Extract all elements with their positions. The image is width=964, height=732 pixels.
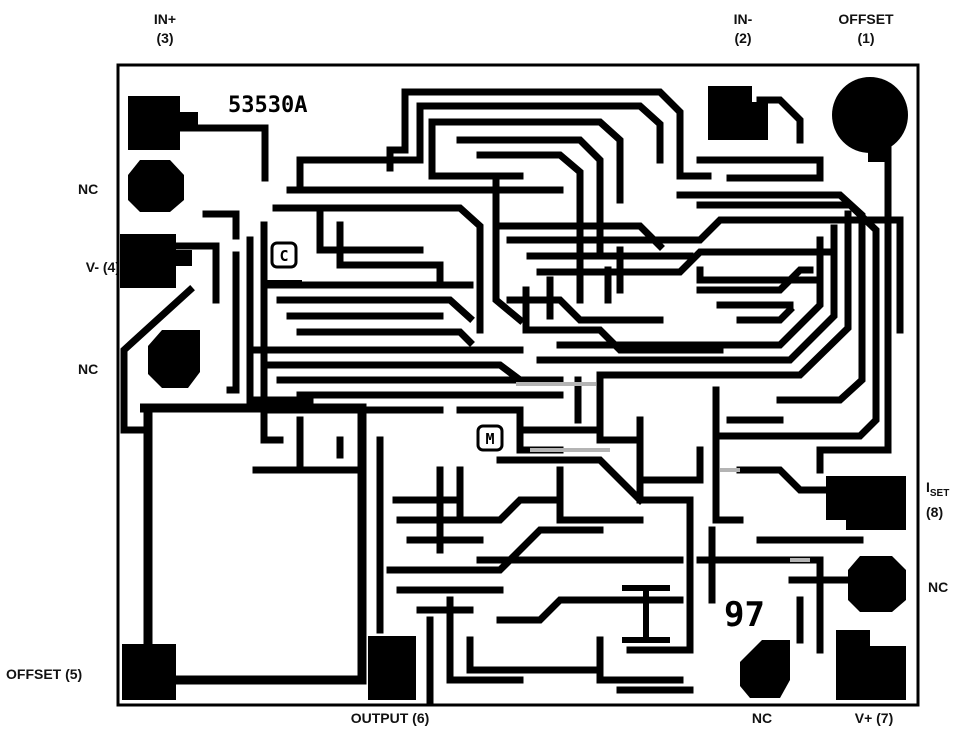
pin-label-nc-left-top: NC (78, 180, 118, 199)
pin-label-iset-main: I (926, 479, 930, 495)
pin-label-output-text: OUTPUT (6) (350, 710, 430, 726)
pin-label-nc-left-mid-text: NC (78, 361, 99, 377)
logo-c-marking: C (270, 241, 298, 269)
pin-label-in-minus-number: (2) (734, 30, 752, 46)
pad-nc-left-top (128, 160, 184, 212)
pad-in-plus (128, 96, 198, 150)
pin-label-nc-right: NC (928, 578, 962, 597)
metal-traces (120, 88, 904, 704)
pin-label-iset-sub: SET (929, 487, 950, 499)
logo-m-marking: M (476, 424, 504, 452)
pin-label-offset-1-name: OFFSET (838, 11, 894, 27)
part-number-marking: 53530A (228, 93, 307, 118)
pin-label-offset-1-number: (1) (857, 30, 875, 46)
pad-iset (826, 476, 906, 530)
pin-label-v-plus-text: V+ (7) (854, 710, 894, 726)
pad-in-minus (708, 86, 768, 140)
pin-label-v-minus-text: V- (4) (85, 259, 120, 275)
pad-nc-bottom (740, 640, 790, 698)
pin-label-iset: ISET (8) (926, 478, 964, 522)
pin-label-v-plus: V+ (7) (834, 709, 914, 728)
pin-label-offset-5-text: OFFSET (5) (6, 666, 83, 682)
pad-output (368, 636, 416, 700)
pin-label-in-plus-name: IN+ (153, 11, 177, 27)
pin-label-offset-5: OFFSET (5) (6, 665, 114, 684)
pad-nc-left-mid (148, 330, 200, 388)
pin-label-v-minus: V- (4) (50, 258, 120, 277)
pin-label-nc-left-mid: NC (78, 360, 118, 379)
bond-pads (120, 77, 908, 700)
pin-label-in-plus: IN+ (3) (140, 10, 190, 48)
year-marking: 97 (724, 595, 765, 635)
pad-offset-1 (832, 77, 908, 153)
logo-c-underline (266, 280, 302, 285)
trace-shading (516, 382, 810, 562)
pin-label-nc-left-top-text: NC (78, 181, 99, 197)
pin-label-in-minus: IN- (2) (718, 10, 768, 48)
logo-c-text: C (279, 247, 288, 265)
pin-label-in-minus-name: IN- (733, 11, 753, 27)
logo-m-text: M (485, 430, 494, 448)
pin-label-offset-1: OFFSET (1) (826, 10, 906, 48)
h-structure (622, 585, 670, 643)
pin-label-nc-bottom-text: NC (751, 710, 773, 726)
pin-label-nc-right-text: NC (928, 579, 949, 595)
pin-label-iset-name: ISET (926, 478, 964, 503)
pin-label-iset-number: (8) (926, 503, 944, 520)
pin-label-in-plus-number: (3) (156, 30, 174, 46)
pad-v-plus (836, 630, 906, 700)
pad-nc-right (848, 556, 906, 612)
pin-label-output: OUTPUT (6) (330, 709, 450, 728)
pin-label-nc-bottom: NC (742, 709, 782, 728)
